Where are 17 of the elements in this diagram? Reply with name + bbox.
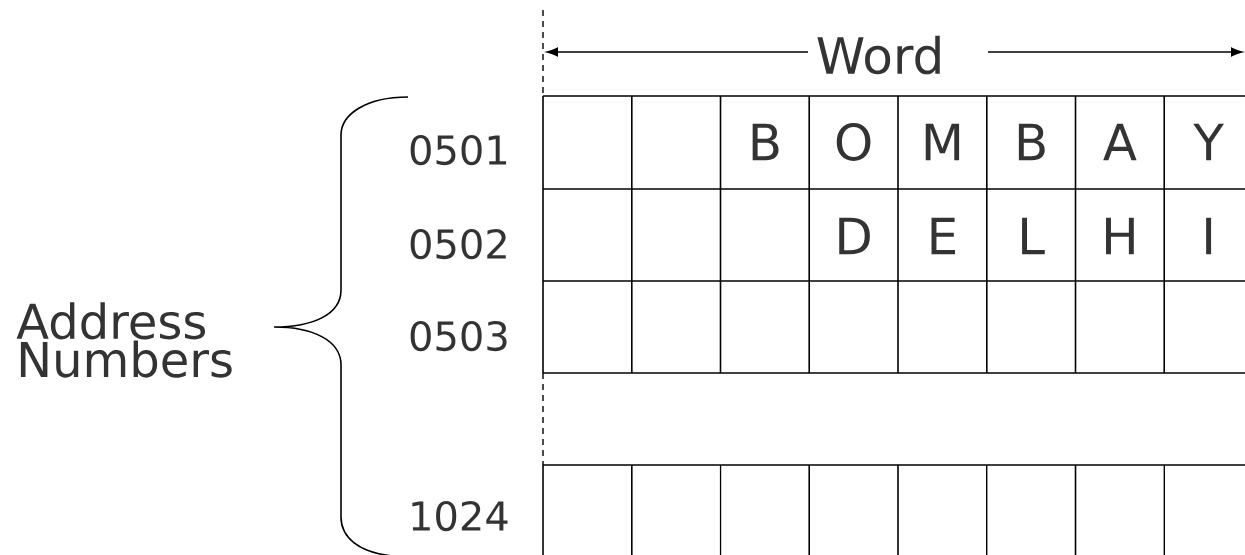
cell-letter: O [836,123,871,161]
cell-letter: M [925,123,960,161]
cell-letter: Y [1193,123,1224,161]
cell-letter: H [1106,217,1134,255]
cell-letter: A [1103,123,1137,161]
address-number: 0501 [410,134,507,166]
word-label: Word [817,35,940,75]
address-number: 0502 [410,228,506,260]
brace-label: Address Numbers [16,302,232,378]
cell-letter: B [752,123,779,161]
cell-letter: E [931,217,955,255]
cell-letter: I [1206,217,1212,255]
address-number: 0503 [410,320,507,352]
cell-letter: B [1018,123,1045,161]
cell-letter: D [839,217,870,255]
address-number: 1024 [412,500,508,532]
cell-letter: L [1022,217,1045,255]
